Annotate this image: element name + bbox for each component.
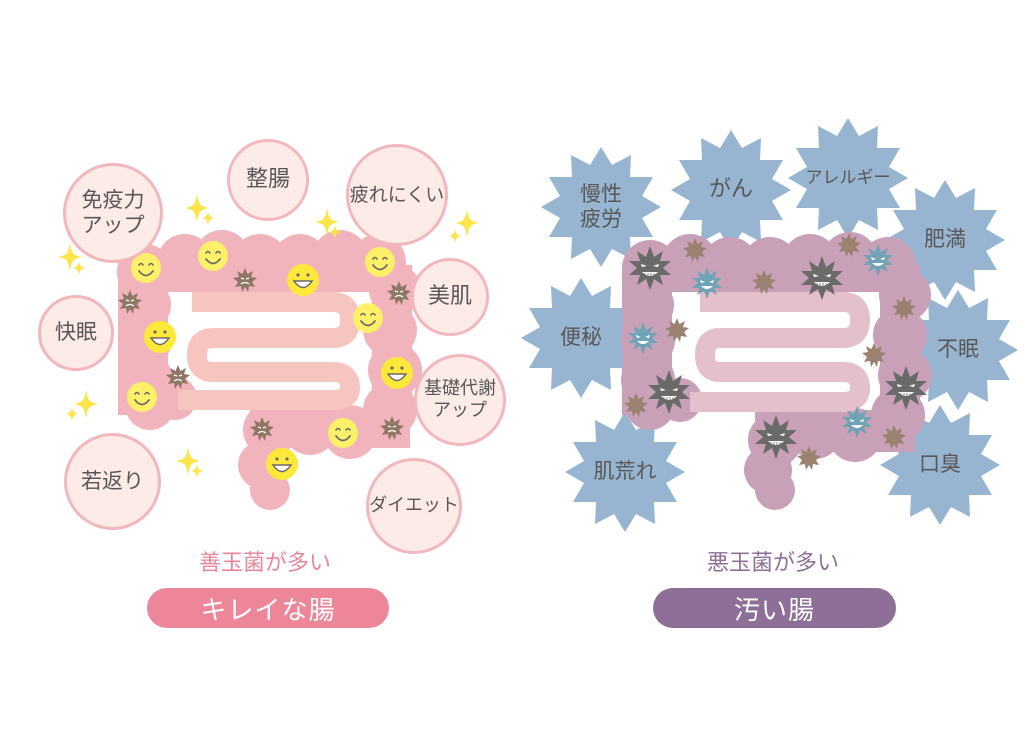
good-subtitle: 善玉菌が多い (198, 551, 331, 576)
benefit-bubble-diet: ダイエット (366, 458, 462, 554)
bad-gut-illustration (521, 118, 1018, 532)
benefit-bubble-intestinal-regulation: 整腸 (227, 139, 309, 221)
good-gut-pill-label: キレイな腸 (147, 588, 389, 628)
problem-burst-bad-breath: 口臭 (919, 452, 961, 477)
problem-burst-cancer: がん (708, 176, 753, 202)
benefit-bubble-less-fatigue: 疲れにくい (346, 144, 448, 246)
problem-burst-obesity: 肥満 (924, 227, 966, 252)
problem-burst-allergy: アレルギー (805, 167, 891, 188)
bad-gut-pill-label: 汚い腸 (653, 588, 896, 628)
problem-burst-chronic-fatigue: 慢性 疲労 (580, 181, 622, 231)
good-gut-illustration (58, 194, 479, 510)
benefit-bubble-metabolism: 基礎代謝 アップ (414, 354, 506, 446)
benefit-bubble-good-sleep: 快眠 (38, 295, 114, 371)
benefit-bubble-beautiful-skin: 美肌 (411, 258, 489, 336)
problem-burst-insomnia: 不眠 (937, 337, 979, 362)
benefit-bubble-rejuvenation: 若返り (64, 433, 161, 530)
problem-burst-rough-skin: 肌荒れ (593, 459, 657, 484)
bad-subtitle: 悪玉菌が多い (706, 551, 839, 576)
problem-burst-constipation: 便秘 (560, 325, 602, 350)
benefit-bubble-immunity: 免疫力 アップ (63, 163, 163, 263)
